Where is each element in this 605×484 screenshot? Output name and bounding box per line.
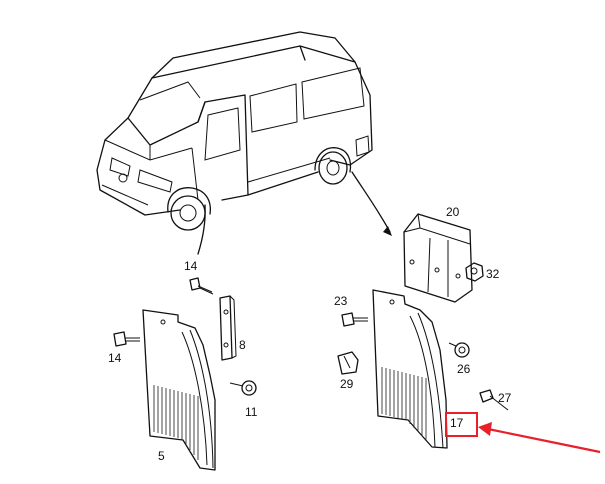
callout-5: 5 — [158, 449, 165, 463]
callout-8: 8 — [239, 338, 246, 352]
screw-23 — [341, 312, 368, 327]
mudflap-17 — [372, 289, 448, 449]
callout-14-left: 14 — [108, 351, 122, 365]
rivet-27 — [479, 389, 509, 411]
callout-23: 23 — [334, 294, 348, 308]
callout-29: 29 — [340, 377, 354, 391]
callout-17: 17 — [450, 416, 464, 430]
callout-20: 20 — [446, 205, 460, 219]
highlight-arrow — [478, 422, 601, 454]
highlight-box — [445, 412, 478, 437]
screw-14-left — [113, 331, 140, 347]
clip-29 — [337, 351, 359, 375]
callout-32: 32 — [486, 267, 500, 281]
callout-11: 11 — [245, 405, 258, 419]
callout-27: 27 — [498, 391, 512, 405]
callout-26: 26 — [457, 362, 471, 376]
mounting-plate-20 — [403, 213, 473, 303]
bracket-8 — [219, 295, 237, 361]
nut-32 — [465, 262, 484, 282]
van-illustration — [96, 31, 392, 255]
screw-14-top — [189, 277, 214, 295]
nut-26 — [448, 342, 470, 358]
nut-11 — [229, 380, 257, 396]
callout-14-top: 14 — [184, 259, 198, 273]
mudflap-5 — [142, 309, 216, 471]
